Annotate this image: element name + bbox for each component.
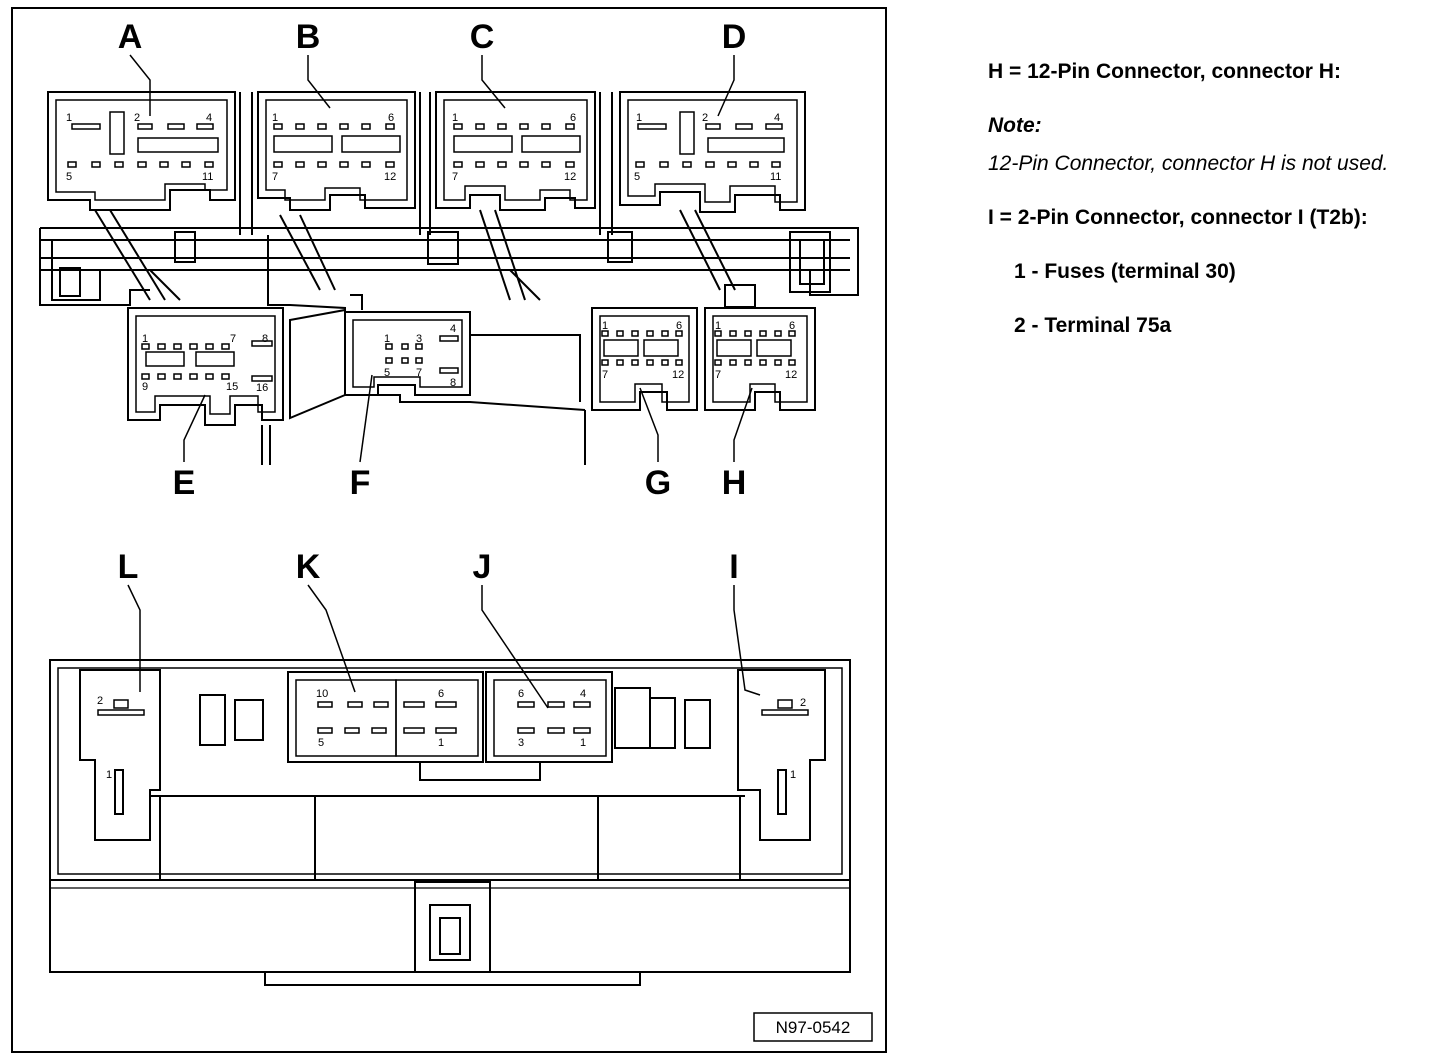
- connector-k-housing: [287, 671, 484, 763]
- pin-number: 1: [384, 333, 390, 345]
- pin-number: 7: [230, 333, 236, 345]
- connector-b-housing: [257, 91, 416, 211]
- connector-e-label: E: [173, 464, 196, 502]
- connector-j-housing: [485, 671, 613, 763]
- connector-g-label: G: [645, 464, 671, 502]
- pin-number: 1: [580, 737, 586, 749]
- pin-number: 1: [790, 769, 796, 781]
- connector-f-label: F: [350, 464, 371, 502]
- connector-diagram: A B C D E F G H L K J I 1 2 4 5 11 1 6 7…: [11, 7, 887, 1053]
- pin-number: 1: [66, 112, 72, 124]
- pin-number: 1: [438, 737, 444, 749]
- connector-j-label: J: [473, 548, 492, 586]
- pin-number: 15: [226, 381, 238, 393]
- pin-number: 1: [715, 320, 721, 332]
- pin-number: 3: [416, 333, 422, 345]
- note-label: Note:: [988, 114, 1042, 137]
- pin-number: 7: [602, 369, 608, 381]
- diagram-frame: [11, 7, 887, 1053]
- connector-b-label: B: [296, 18, 321, 56]
- figure-id: N97-0542: [776, 1018, 851, 1037]
- pin-number: 6: [388, 112, 394, 124]
- connector-d-label: D: [722, 18, 747, 56]
- pin-number: 12: [384, 171, 396, 183]
- connector-h-label: H: [722, 464, 747, 502]
- pin-number: 5: [318, 737, 324, 749]
- pin-number: 1: [602, 320, 608, 332]
- pin-number: 10: [316, 688, 328, 700]
- connector-h-heading: H = 12-Pin Connector, connector H:: [988, 60, 1341, 83]
- pin-number: 11: [770, 171, 781, 183]
- pin-number: 12: [672, 369, 684, 381]
- pin-number: 7: [715, 369, 721, 381]
- pin-number: 9: [142, 381, 148, 393]
- pin-number: 5: [384, 367, 390, 379]
- list-item: 1 - Fuses (terminal 30): [1014, 260, 1236, 283]
- pin-number: 8: [450, 377, 456, 389]
- pin-number: 5: [66, 171, 72, 183]
- list-item: 2 - Terminal 75a: [1014, 314, 1172, 337]
- pin-number: 8: [262, 333, 268, 345]
- pin-number: 2: [134, 112, 140, 124]
- pin-number: 7: [416, 367, 422, 379]
- connector-f-housing: [344, 311, 471, 396]
- pin-number: 16: [256, 382, 268, 394]
- pin-number: 3: [518, 737, 524, 749]
- note-text: 12-Pin Connector, connector H is not use…: [988, 152, 1389, 175]
- connector-d-housing: [619, 91, 806, 213]
- pin-number: 6: [518, 688, 524, 700]
- connector-a-label: A: [118, 18, 143, 56]
- connector-e-housing: [127, 307, 284, 426]
- connector-i-heading: I = 2-Pin Connector, connector I (T2b):: [988, 206, 1368, 229]
- pin-number: 1: [272, 112, 278, 124]
- figure-id-box: [753, 1012, 873, 1042]
- connector-g-housing: [591, 307, 698, 411]
- pin-number: 1: [636, 112, 642, 124]
- pin-number: 11: [202, 171, 213, 183]
- pin-number: 1: [452, 112, 458, 124]
- pin-number: 2: [800, 697, 806, 709]
- pin-number: 7: [272, 171, 278, 183]
- connector-i-housing: [737, 669, 826, 841]
- connector-l-housing: [79, 669, 161, 841]
- connector-h-housing: [704, 307, 816, 411]
- pin-number: 5: [634, 171, 640, 183]
- pin-number: 2: [702, 112, 708, 124]
- pin-number: 4: [206, 112, 212, 124]
- connector-a-housing: [47, 91, 236, 211]
- pin-number: 6: [789, 320, 795, 332]
- pin-number: 6: [570, 112, 576, 124]
- connector-k-label: K: [296, 548, 321, 586]
- connector-i-label: I: [729, 548, 738, 586]
- connector-l-label: L: [118, 548, 139, 586]
- pin-number: 1: [106, 769, 112, 781]
- pin-number: 7: [452, 171, 458, 183]
- connector-c-housing: [435, 91, 596, 211]
- pin-number: 6: [438, 688, 444, 700]
- pin-number: 12: [785, 369, 797, 381]
- pin-number: 4: [450, 323, 456, 335]
- pin-number: 12: [564, 171, 576, 183]
- lower-block-housing: [49, 659, 851, 881]
- pin-number: 2: [97, 695, 103, 707]
- pin-number: 6: [676, 320, 682, 332]
- pin-number: 1: [142, 333, 148, 345]
- connector-c-label: C: [470, 18, 495, 56]
- pin-number: 4: [580, 688, 586, 700]
- pin-number: 4: [774, 112, 780, 124]
